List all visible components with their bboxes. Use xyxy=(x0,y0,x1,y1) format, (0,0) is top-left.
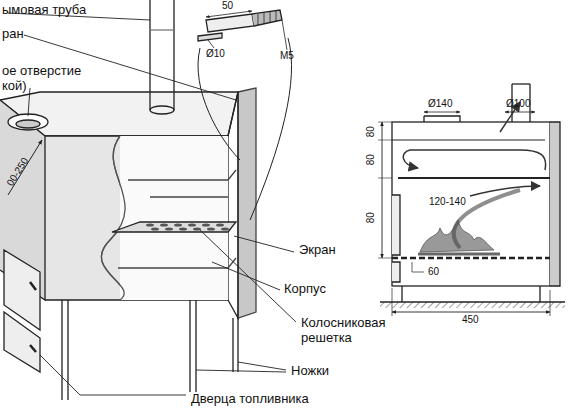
part-name: Колосниковая решетка xyxy=(300,316,397,346)
grate-hole xyxy=(216,223,224,226)
dimension: Ø10 xyxy=(206,48,225,60)
grate-hole xyxy=(165,227,173,230)
dimension: 50 xyxy=(222,0,233,12)
grate-hole xyxy=(160,223,168,226)
part-name: ран xyxy=(2,27,24,42)
dimension: 60 xyxy=(428,266,439,278)
dimension: Ø140 xyxy=(428,98,452,110)
grate-hole xyxy=(193,227,201,230)
part-name: кой) xyxy=(2,79,27,94)
part-name: ымовая труба xyxy=(2,3,86,18)
dimension: 80 xyxy=(365,212,377,223)
grate-hole xyxy=(207,227,215,230)
dimension: 450 xyxy=(462,314,479,326)
dimension: 80 xyxy=(365,126,377,137)
part-name: ое отверстие xyxy=(2,64,81,79)
grate-hole xyxy=(174,223,182,226)
part-name: Экран xyxy=(298,243,337,258)
grate-hole xyxy=(188,223,196,226)
part-name: Корпус xyxy=(283,282,327,297)
grate-hole xyxy=(151,227,159,230)
dimension: M5 xyxy=(280,50,294,62)
part-name: Дверца топливника xyxy=(190,392,310,407)
dimension: Ø100 xyxy=(506,98,530,110)
grate-hole xyxy=(221,227,229,230)
part-name: Ножки xyxy=(290,364,330,379)
dimension: 80 xyxy=(365,154,377,165)
dimension: 120-140 xyxy=(428,196,467,208)
grate-hole xyxy=(202,223,210,226)
grate-hole xyxy=(146,223,154,226)
grate-hole xyxy=(179,227,187,230)
